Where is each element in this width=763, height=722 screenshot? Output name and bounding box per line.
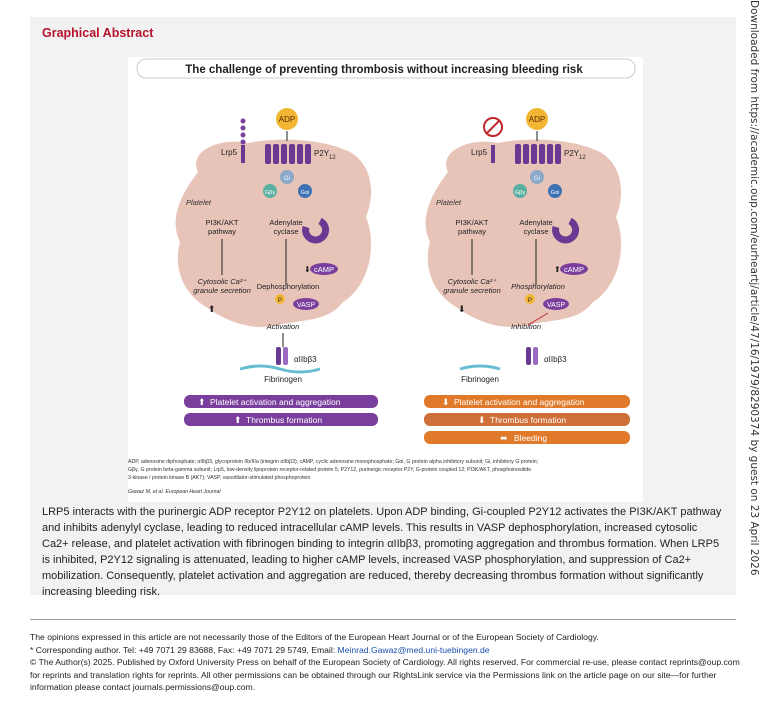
right-platelet-diagram: ADP P2Y 12 Lrp5 Gi Gβγ Gαi (424, 108, 630, 444)
svg-text:ADP: ADP (279, 115, 295, 124)
svg-text:⬆: ⬆ (208, 304, 216, 314)
svg-text:granule secretion: granule secretion (193, 286, 251, 295)
svg-text:P: P (278, 298, 282, 304)
svg-text:Gβγ: Gβγ (515, 190, 525, 196)
svg-text:⬇: ⬇ (304, 265, 311, 274)
left-bar-thrombus-label: Thrombus formation (246, 415, 322, 425)
left-bar-activation (184, 395, 378, 408)
svg-text:⬌: ⬌ (500, 433, 508, 443)
svg-text:Lrp5: Lrp5 (471, 148, 488, 157)
svg-text:Adenylate: Adenylate (519, 218, 552, 227)
abbrev-line-3: 3-kinase / protein kinase B (AKT); VASP,… (128, 475, 310, 481)
svg-text:Platelet: Platelet (186, 198, 212, 207)
footer: The opinions expressed in this article a… (30, 631, 740, 694)
abbrev-line-1: ADP, adenosine diphosphate; αIIbβ3, glyc… (128, 459, 538, 465)
footer-disclaimer: The opinions expressed in this article a… (30, 632, 599, 642)
svg-text:cyclase: cyclase (273, 227, 298, 236)
right-bar-thrombus-label: Thrombus formation (490, 415, 566, 425)
right-bar-activation-label: Platelet activation and aggregation (454, 397, 585, 407)
left-bar-thrombus (184, 413, 378, 426)
svg-text:Gβγ: Gβγ (265, 190, 275, 196)
svg-text:VASP: VASP (547, 302, 565, 309)
abbrev-line-2: Gβγ, G protein beta-gamma subunit; Lrp5,… (128, 467, 531, 473)
svg-text:Platelet: Platelet (436, 198, 462, 207)
svg-text:pathway: pathway (208, 227, 236, 236)
svg-text:Dephosphorylation: Dephosphorylation (257, 282, 320, 291)
right-bar-bleeding-label: Bleeding (514, 433, 547, 443)
svg-text:Gαi: Gαi (301, 190, 310, 196)
svg-text:Gi: Gi (284, 176, 290, 182)
svg-text:Gi: Gi (534, 176, 540, 182)
svg-text:⬆: ⬆ (234, 415, 242, 425)
author-email-link[interactable]: Meinrad.Gawaz@med.uni-tuebingen.de (337, 644, 490, 655)
svg-text:⬇: ⬇ (458, 304, 466, 314)
svg-text:⬆: ⬆ (554, 265, 561, 274)
svg-text:Gαi: Gαi (551, 190, 560, 196)
svg-text:12: 12 (579, 155, 586, 161)
svg-text:αIIbβ3: αIIbβ3 (544, 355, 567, 364)
svg-text:αIIbβ3: αIIbβ3 (294, 355, 317, 364)
svg-text:Phosphorylation: Phosphorylation (511, 282, 565, 291)
svg-text:cyclase: cyclase (523, 227, 548, 236)
graphical-abstract-figure: The challenge of preventing thrombosis w… (128, 57, 643, 502)
left-bar-activation-label: Platelet activation and aggregation (210, 397, 341, 407)
right-bar-thrombus (424, 413, 630, 426)
svg-text:⬆: ⬆ (198, 397, 206, 407)
right-bar-bleeding (424, 431, 630, 444)
footer-corresponding-author: * Corresponding author. Tel: +49 7071 29… (30, 644, 490, 655)
right-bar-activation (424, 395, 630, 408)
banner-box (136, 58, 636, 79)
graphical-abstract-panel: Graphical Abstract The challenge of prev… (30, 17, 736, 598)
svg-text:cAMP: cAMP (314, 265, 334, 274)
svg-text:Lrp5: Lrp5 (221, 148, 238, 157)
svg-text:⬇: ⬇ (442, 397, 450, 407)
graphical-abstract-heading: Graphical Abstract (42, 26, 154, 40)
svg-text:pathway: pathway (458, 227, 486, 236)
left-platelet-diagram: ADP P2Y 12 Lrp5 Gi (175, 108, 378, 426)
summary-paragraph: LRP5 interacts with the purinergic ADP r… (42, 506, 722, 598)
left-adp-circle (276, 108, 298, 130)
banner-title: The challenge of preventing thrombosis w… (185, 64, 583, 76)
figure-credit: Gawaz M, et al. European Heart Journal (128, 489, 221, 495)
svg-text:P2Y: P2Y (564, 149, 580, 158)
svg-text:Inhibition: Inhibition (511, 322, 541, 331)
svg-text:12: 12 (329, 155, 336, 161)
left-platelet-cell (175, 139, 372, 327)
svg-text:PI3K/AKT: PI3K/AKT (206, 218, 239, 227)
svg-text:Fibrinogen: Fibrinogen (264, 375, 302, 384)
svg-text:Cytosolic Ca²⁺: Cytosolic Ca²⁺ (448, 277, 498, 286)
svg-text:Cytosolic Ca²⁺: Cytosolic Ca²⁺ (198, 277, 248, 286)
svg-text:Activation: Activation (266, 322, 300, 331)
footer-copyright: © The Author(s) 2025. Published by Oxfor… (30, 657, 740, 693)
right-platelet-cell (425, 139, 622, 327)
svg-text:Adenylate: Adenylate (269, 218, 302, 227)
download-note: Downloaded from https://academic.oup.com… (748, 0, 760, 576)
svg-text:ADP: ADP (529, 115, 545, 124)
svg-text:granule secretion: granule secretion (443, 286, 501, 295)
svg-text:⬇: ⬇ (478, 415, 486, 425)
svg-text:VASP: VASP (297, 302, 315, 309)
svg-text:Fibrinogen: Fibrinogen (461, 375, 499, 384)
footer-divider (30, 619, 736, 620)
svg-text:P2Y: P2Y (314, 149, 330, 158)
svg-text:P: P (528, 298, 532, 304)
svg-text:cAMP: cAMP (564, 265, 584, 274)
svg-text:PI3K/AKT: PI3K/AKT (456, 218, 489, 227)
